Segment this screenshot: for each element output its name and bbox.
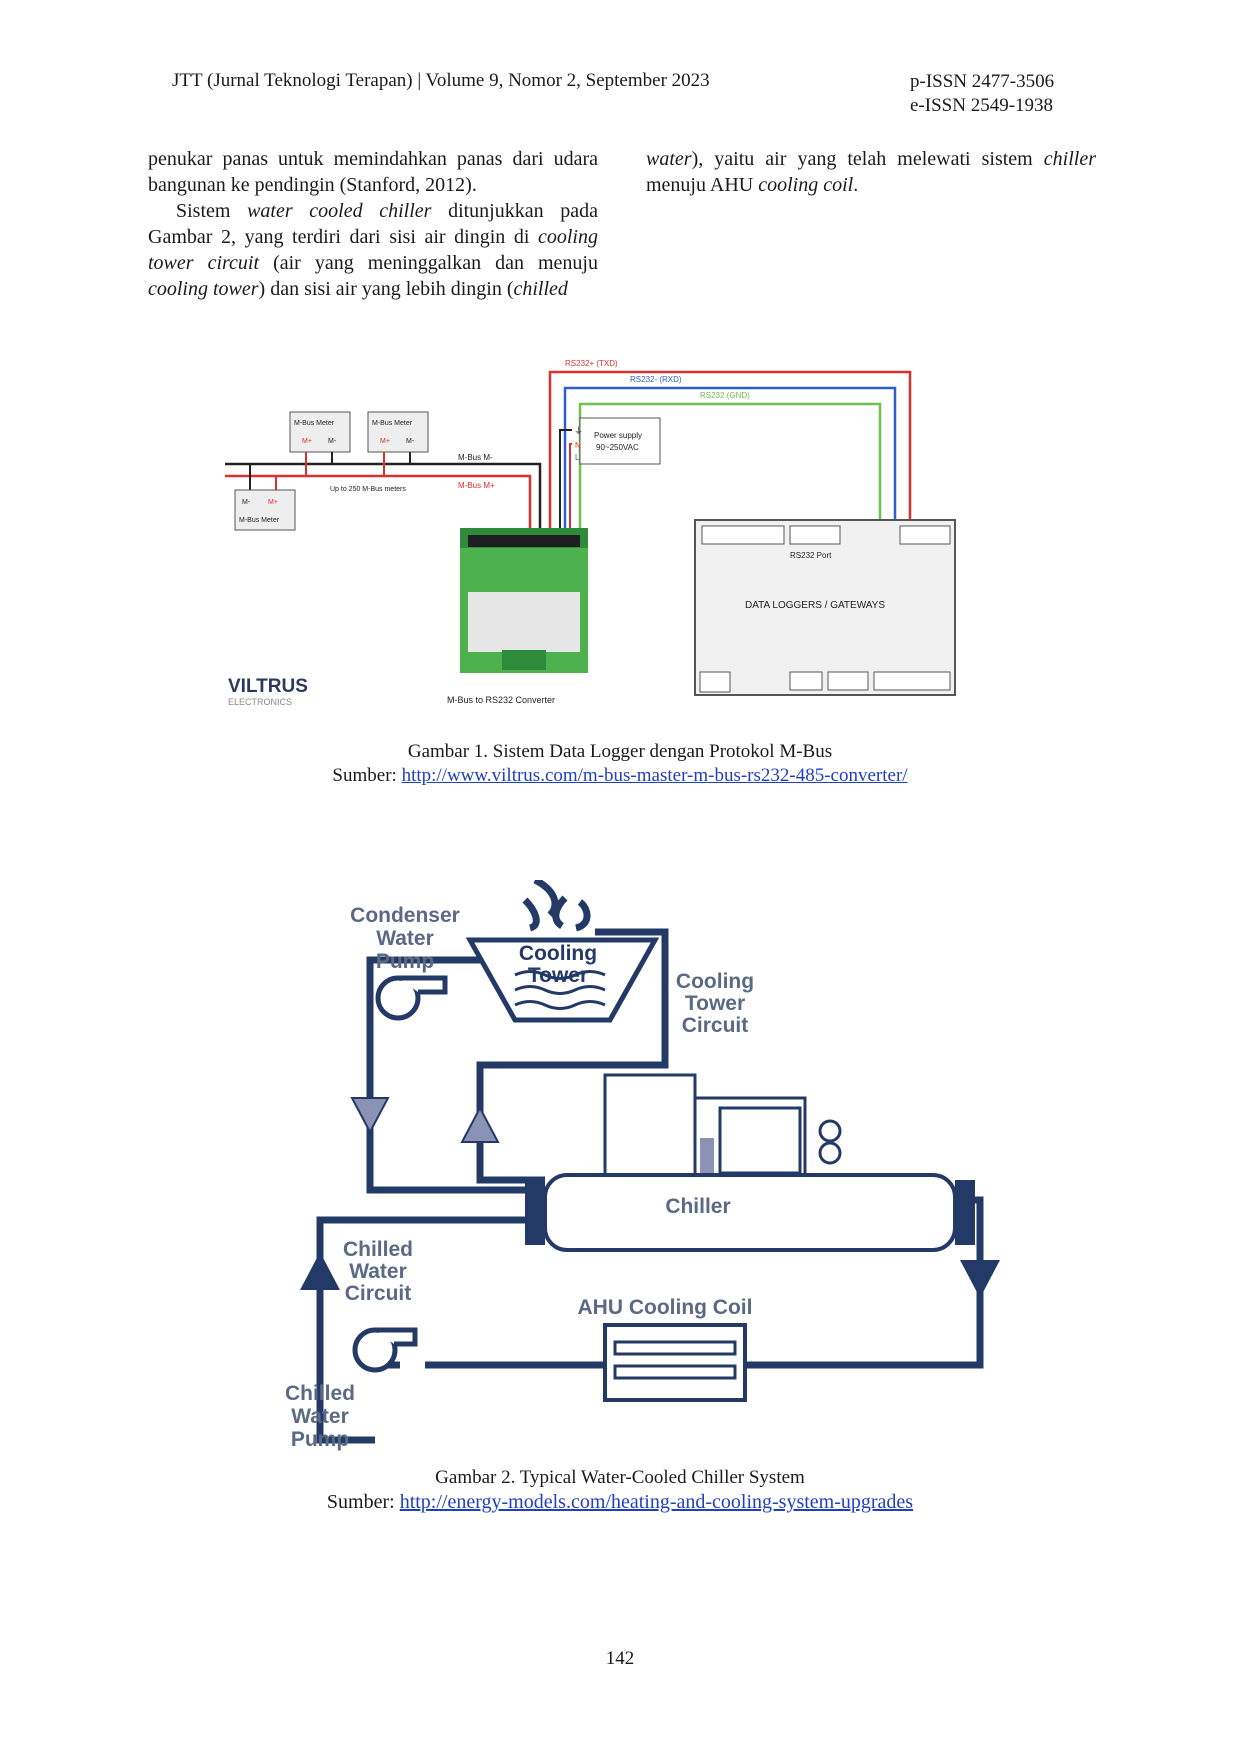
svg-text:L: L: [575, 453, 580, 462]
ct-circuit-label-2: Tower: [685, 992, 745, 1015]
cw-circuit-label-3: Circuit: [345, 1282, 412, 1305]
figure-2-source: Sumber: http://energy-models.com/heating…: [326, 1491, 914, 1513]
rs232-gnd-label: RS232 (GND): [700, 391, 750, 400]
svg-text:M-: M-: [328, 438, 337, 445]
gateway-label: DATA LOGGERS / GATEWAYS: [745, 600, 885, 611]
cw-circuit-label-2: Water: [349, 1260, 407, 1283]
ahu-label: AHU Cooling Coil: [578, 1296, 753, 1319]
cw-circuit-label-1: Chilled: [343, 1238, 413, 1261]
ct-circuit-label-3: Circuit: [682, 1014, 749, 1037]
figure-1-mbus-diagram: RS232+ (TXD) RS232- (RXD) RS232 (GND) M-…: [225, 359, 956, 707]
converter-label: M-Bus to RS232 Converter: [447, 695, 555, 705]
cw-pump-label-1: Chilled: [285, 1382, 355, 1405]
eissn: e-ISSN 2549-1938: [910, 95, 1054, 116]
figure-2-caption: Gambar 2. Typical Water-Cooled Chiller S…: [435, 1467, 805, 1488]
cw-pump-label-2: Water: [291, 1405, 349, 1428]
svg-text:N: N: [575, 441, 581, 450]
svg-text:M-Bus Meter: M-Bus Meter: [372, 420, 413, 427]
mbus-minus-label: M-Bus M-: [458, 453, 493, 462]
chiller-unit: [525, 1073, 975, 1252]
figure-2-source-link[interactable]: http://energy-models.com/heating-and-coo…: [399, 1491, 914, 1513]
condenser-water-pump: [375, 975, 448, 1021]
up-to-label: Up to 250 M-Bus meters: [330, 486, 406, 493]
svg-text:Power supply: Power supply: [594, 431, 642, 440]
cw-pump-label-3: Pump: [291, 1428, 349, 1451]
flow-arrow-down: [350, 1097, 390, 1135]
chilled-water-pump: [352, 1327, 418, 1373]
viltrus-logo-sub: ELECTRONICS: [228, 697, 292, 707]
mbus-plus-label: M-Bus M+: [458, 481, 495, 490]
paragraph: Sistem water cooled chiller ditunjukkan …: [148, 200, 599, 300]
figure-1-caption: Gambar 1. Sistem Data Logger dengan Prot…: [407, 741, 833, 762]
condenser-pump-label-2: Water: [376, 927, 434, 950]
pissn: p-ISSN 2477-3506: [910, 71, 1055, 92]
cooling-tower-label-2: Tower: [528, 964, 588, 987]
svg-text:M-: M-: [406, 438, 415, 445]
svg-text:M+: M+: [302, 438, 312, 445]
flow-arrow-down-right: [960, 1260, 1000, 1298]
figure-1-source: Sumber: http://www.viltrus.com/m-bus-mas…: [332, 765, 908, 786]
flow-arrow-up: [460, 1105, 500, 1143]
mbus-meter-2: M-Bus Meter M+ M-: [367, 411, 429, 476]
journal-header: JTT (Jurnal Teknologi Terapan) | Volume …: [172, 70, 710, 91]
svg-text:M+: M+: [380, 438, 390, 445]
chiller-label: Chiller: [665, 1195, 730, 1218]
svg-text:M+: M+: [268, 499, 278, 506]
power-supply: Power supply 90~250VAC ⏚ N L: [559, 417, 661, 530]
rs232-rxd-label: RS232- (RXD): [630, 375, 682, 384]
figure-1-source-link[interactable]: http://www.viltrus.com/m-bus-master-m-bu…: [401, 765, 908, 786]
page-number: 142: [605, 1648, 635, 1669]
svg-text:M-: M-: [242, 499, 251, 506]
flow-arrow-up-left: [300, 1252, 340, 1290]
right-column: water), yaitu air yang telah melewati si…: [646, 146, 1096, 198]
mbus-meter-3: M- M+ M-Bus Meter: [234, 464, 296, 531]
ct-circuit-label-1: Cooling: [676, 970, 754, 993]
ahu-cooling-coil: [603, 1323, 747, 1402]
condenser-pump-label-3: Pump: [376, 950, 434, 973]
svg-text:90~250VAC: 90~250VAC: [596, 443, 639, 452]
rs232-txd-label: RS232+ (TXD): [565, 359, 618, 368]
svg-text:M-Bus Meter: M-Bus Meter: [294, 420, 335, 427]
svg-text:⏚: ⏚: [574, 426, 583, 436]
svg-text:M-Bus Meter: M-Bus Meter: [239, 517, 280, 524]
figure-2-chiller-diagram: Cooling Tower Condenser Water Pump Cooli…: [285, 880, 1000, 1451]
rs232-port-label: RS232 Port: [790, 551, 832, 560]
cooling-tower-label-1: Cooling: [519, 942, 597, 965]
mbus-meter-1: M-Bus Meter M+ M-: [289, 411, 351, 476]
mbus-converter: [460, 528, 588, 673]
paragraph: penukar panas untuk memindahkan panas da…: [148, 148, 598, 196]
viltrus-logo: VILTRUS: [228, 676, 308, 697]
data-logger-gateway: [694, 519, 956, 696]
rs232-wires: [548, 370, 912, 530]
cooling-tower: [465, 880, 660, 1023]
condenser-pump-label-1: Condenser: [350, 904, 460, 927]
paragraph: water), yaitu air yang telah melewati si…: [646, 148, 1096, 196]
left-column: penukar panas untuk memindahkan panas da…: [148, 146, 598, 302]
issn-block: p-ISSN 2477-3506 e-ISSN 2549-1938: [910, 70, 1054, 118]
